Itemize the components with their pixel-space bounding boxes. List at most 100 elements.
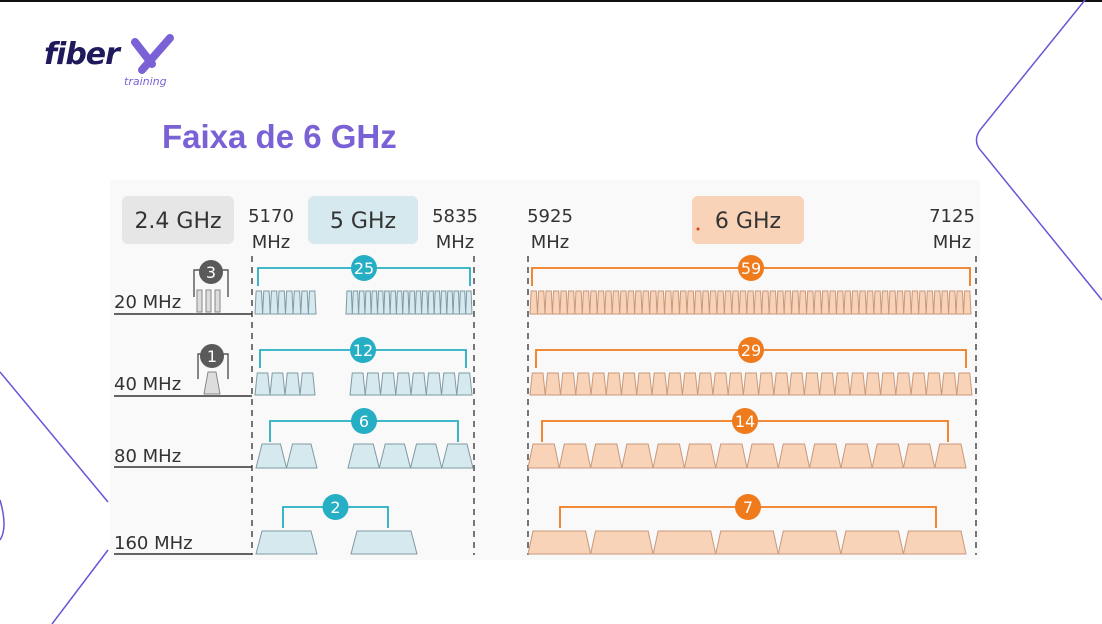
logo-subtitle: training <box>124 75 167 88</box>
ch-5-40 <box>440 372 458 396</box>
ch-5-20 <box>414 290 423 315</box>
ch-5-20 <box>370 290 379 315</box>
ch-5-40 <box>456 372 473 396</box>
ch-6-80 <box>589 443 623 469</box>
ch-6-40 <box>544 372 562 396</box>
ch-6-40 <box>758 372 775 396</box>
ch-6-80 <box>715 443 748 469</box>
ch-6-20 <box>761 290 770 315</box>
band-6-start-unit: MHz <box>531 232 570 253</box>
ch-5-20 <box>439 290 448 315</box>
ch-5-20 <box>465 290 473 315</box>
ch-6-80 <box>808 443 842 469</box>
row40-6-badge <box>738 337 764 363</box>
row20-6-badge <box>738 255 764 281</box>
count-24-20: 3 <box>206 263 216 282</box>
ch-5-40 <box>364 372 382 396</box>
wifi-channel-diagram: 2.4 GHz 5170 MHz 5 GHz 5835 MHz 5925 MHz… <box>110 180 980 560</box>
ch-6-20 <box>873 290 882 315</box>
band-6-end-freq: 7125 <box>929 206 975 227</box>
ch-6-40 <box>925 372 943 396</box>
band-24-channels: 3 1 <box>193 260 229 395</box>
ch-6-20 <box>955 290 965 315</box>
ch-6-20 <box>551 290 561 315</box>
ch-6-20 <box>559 290 568 315</box>
ch-6-20 <box>723 290 733 315</box>
row160-6-count: 7 <box>743 498 753 517</box>
ch-6-160 <box>527 530 592 555</box>
ch-6-20 <box>671 290 681 315</box>
ch-5-20 <box>402 290 410 315</box>
ch-5-20 <box>364 290 372 315</box>
ch-5-20 <box>269 290 279 315</box>
ch-5-40 <box>395 372 412 396</box>
ch-6-20 <box>895 290 905 315</box>
ch-6-20 <box>948 290 957 315</box>
ch-6-40 <box>864 372 882 396</box>
ch-6-20 <box>656 290 666 315</box>
ch-6-40 <box>956 372 973 396</box>
row160-6-badge <box>735 494 761 520</box>
ch-6-20 <box>544 290 553 315</box>
ch-6-20 <box>925 290 935 315</box>
ch-6-20 <box>865 290 875 315</box>
ch-6-20 <box>776 290 785 315</box>
ch-6-40 <box>575 372 592 396</box>
ch-6-20 <box>716 290 725 315</box>
ch-5-20 <box>300 290 309 315</box>
row40-5-count: 12 <box>353 341 373 360</box>
ch-6-80 <box>652 443 686 469</box>
ch-6-20 <box>746 290 755 315</box>
row80-5-count: 6 <box>359 412 369 431</box>
row20-5-count: 25 <box>354 259 374 278</box>
ch-5-20 <box>389 290 397 315</box>
ch-6-80 <box>871 443 905 469</box>
ch-5-40 <box>349 372 366 396</box>
band-6-label: 6 GHz <box>715 209 781 234</box>
ch-6-40 <box>636 372 653 396</box>
ch-6-40 <box>895 372 912 396</box>
ch-6-20 <box>843 290 852 315</box>
ch-6-40 <box>849 372 866 396</box>
ch-6-20 <box>581 290 591 315</box>
band-5-start-freq: 5170 <box>248 206 294 227</box>
ch-6-40 <box>834 372 851 396</box>
row80-5-badge <box>351 408 377 434</box>
row20-6-count: 59 <box>741 259 761 278</box>
ch-6-40 <box>879 372 897 396</box>
band-6-dot <box>696 227 700 231</box>
ch-6-160 <box>902 530 967 555</box>
ch-6-20 <box>806 290 815 315</box>
ch-6-20 <box>918 290 927 315</box>
ch-5-20 <box>433 290 442 315</box>
band-5-end-unit: MHz <box>436 232 475 253</box>
ch-6-20 <box>641 290 651 315</box>
ch-6-20 <box>611 290 621 315</box>
top-border <box>0 0 1102 2</box>
ch-5-20 <box>376 290 385 315</box>
ch-6-20 <box>589 290 598 315</box>
ch-6-40 <box>742 372 760 396</box>
ch-6-40 <box>910 372 927 396</box>
ch-5-40 <box>284 372 301 396</box>
ch-6-160 <box>840 530 905 555</box>
ch-6-20 <box>529 290 538 315</box>
ch-5-20 <box>254 290 264 315</box>
ch-5-20 <box>458 290 467 315</box>
ch-6-80 <box>777 443 811 469</box>
ch-6-40 <box>788 372 805 396</box>
ch-6-40 <box>620 372 638 396</box>
ch-6-80 <box>558 443 592 469</box>
ch-6-20 <box>813 290 823 315</box>
band-5-start-unit: MHz <box>252 232 291 253</box>
band-boundary-lines <box>251 256 977 555</box>
ch-6-80 <box>840 443 873 469</box>
ch-6-20 <box>626 290 636 315</box>
ch-5-40 <box>254 372 271 396</box>
ch-5-20 <box>421 290 429 315</box>
ch-6-40 <box>727 372 744 396</box>
ch-6-160 <box>777 530 842 555</box>
ch-6-20 <box>701 290 710 315</box>
